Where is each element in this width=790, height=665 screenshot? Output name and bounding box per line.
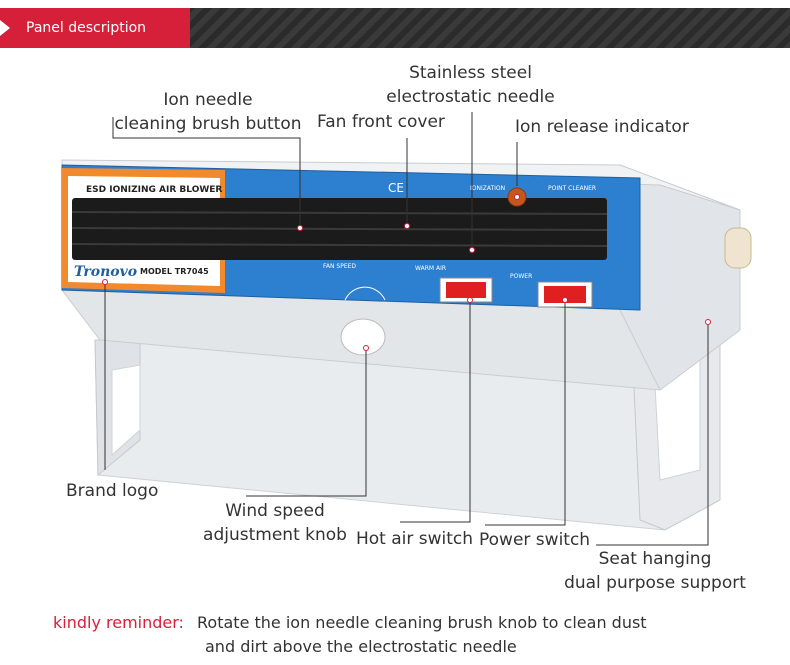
callout-lines (104, 112, 709, 546)
label-brand-logo: Brand logo (66, 481, 159, 501)
label-wind-speed: Wind speed adjustment knob (200, 499, 350, 547)
hot-air-dot (467, 297, 473, 303)
fan-cover-dot (404, 223, 410, 229)
device-fan-speed: FAN SPEED (323, 263, 356, 270)
wind-knob-dot (363, 345, 369, 351)
reminder-colon: : (178, 613, 184, 632)
label-wind-line1: Wind speed (225, 501, 325, 521)
label-seat-line2: dual purpose support (564, 573, 746, 593)
device-title: ESD IONIZING AIR BLOWER (86, 185, 222, 195)
brand-logo-dot (102, 279, 108, 285)
grille-slats (71, 211, 608, 247)
header-tab-label: Panel description (26, 20, 147, 36)
reminder-line2: and dirt above the electrostatic needle (205, 637, 517, 656)
device-warm-air: WARM AIR (415, 265, 446, 272)
seat-dot (705, 319, 711, 325)
reminder-key: kindly reminder (53, 613, 179, 632)
label-ion-indicator: Ion release indicator (515, 117, 689, 137)
device-ionization: IONIZATION (470, 185, 505, 192)
stainless-dot (469, 247, 475, 253)
reminder-line1: Rotate the ion needle cleaning brush kno… (197, 613, 647, 632)
section-header: Panel description (0, 8, 790, 48)
label-seat: Seat hanging dual purpose support (560, 547, 750, 595)
ion-needle-dot (297, 225, 303, 231)
tab-notch (0, 20, 10, 36)
ion-indicator-dot (514, 194, 520, 200)
power-dot (562, 297, 568, 303)
label-wind-line2: adjustment knob (203, 525, 347, 545)
header-tab: Panel description (0, 8, 190, 48)
label-stainless: Stainless steel electrostatic needle (383, 61, 558, 109)
device-brand: Tronovo (74, 264, 137, 280)
stand-cutout-left (111, 364, 141, 457)
device-ce: CE (388, 181, 404, 195)
fan-speed-arc (344, 286, 386, 301)
label-fan-cover: Fan front cover (317, 112, 445, 132)
label-ion-needle-line1: Ion needle (163, 90, 253, 110)
label-hot-air: Hot air switch (356, 529, 474, 549)
label-ion-needle-line2: cleaning brush button (114, 114, 302, 134)
device-point-cleaner: POINT CLEANER (548, 185, 596, 192)
side-knob (724, 227, 752, 269)
label-power: Power switch (479, 530, 591, 550)
wind-speed-knob (340, 318, 386, 356)
reminder: kindly reminder: Rotate the ion needle c… (53, 611, 647, 656)
device-power: POWER (510, 273, 532, 280)
label-stainless-line1: Stainless steel (409, 63, 532, 83)
device-model: MODEL TR7045 (140, 267, 209, 276)
label-seat-line1: Seat hanging (598, 549, 712, 569)
label-ion-needle: Ion needle cleaning brush button (113, 88, 303, 136)
label-stainless-line2: electrostatic needle (386, 87, 555, 107)
